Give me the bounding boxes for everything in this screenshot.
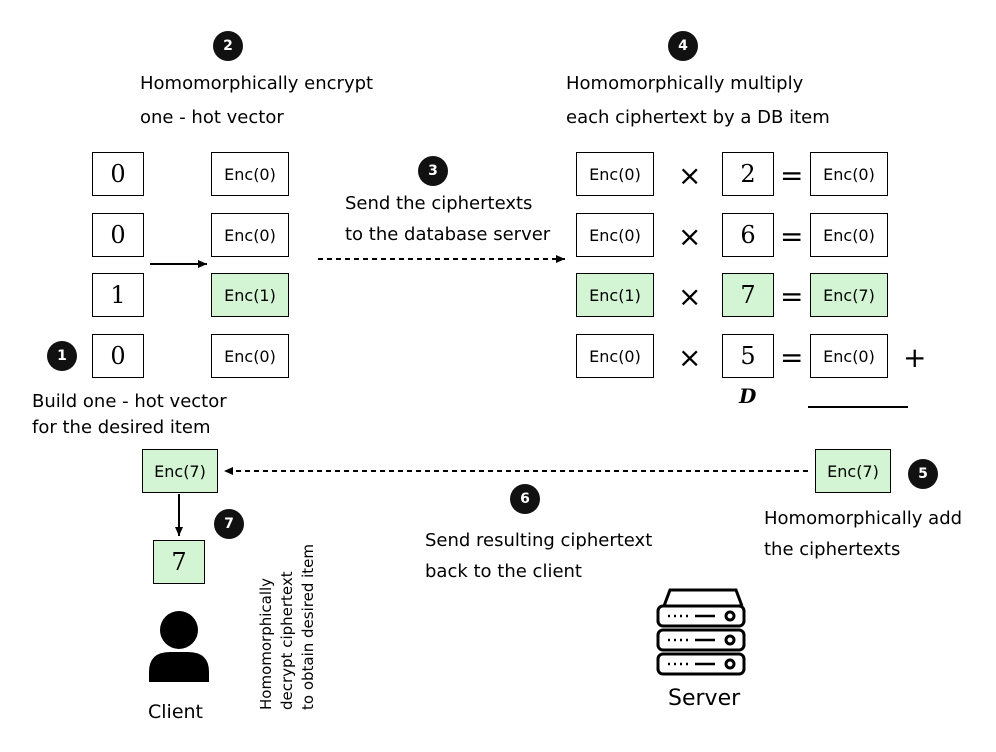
times-sign: × xyxy=(678,341,702,374)
equals-sign: = xyxy=(780,220,804,253)
server-ciphertext-cell: Enc(0) xyxy=(576,213,654,257)
step-7-badge: 7 xyxy=(214,509,244,539)
step-4-caption-line2: each ciphertext by a DB item xyxy=(566,107,830,128)
server-label: Server xyxy=(668,686,741,711)
db-label: D xyxy=(739,384,757,408)
encrypted-cell: Enc(0) xyxy=(211,213,289,257)
step-2-caption-line2: one - hot vector xyxy=(140,107,284,128)
db-item-cell-highlighted: 7 xyxy=(722,273,774,317)
server-ciphertext-cell: Enc(0) xyxy=(576,152,654,196)
product-cell-highlighted: Enc(7) xyxy=(810,273,888,317)
server-rack-icon xyxy=(656,588,746,676)
decrypted-item-cell: 7 xyxy=(153,540,205,584)
step-1-caption-line1: Build one - hot vector xyxy=(32,391,227,412)
client-ciphertext-cell: Enc(7) xyxy=(142,449,218,493)
step-2-caption-line1: Homomorphically encrypt xyxy=(140,73,374,94)
product-cell: Enc(0) xyxy=(810,213,888,257)
encrypted-cell: Enc(0) xyxy=(211,334,289,378)
equals-sign: = xyxy=(780,159,804,192)
client-person-icon xyxy=(149,611,209,682)
step-6-caption-line2: back to the client xyxy=(425,561,582,582)
client-label: Client xyxy=(148,701,204,723)
step-6-badge: 6 xyxy=(510,484,540,514)
product-cell: Enc(0) xyxy=(810,152,888,196)
product-cell: Enc(0) xyxy=(810,334,888,378)
sum-result-cell: Enc(7) xyxy=(815,449,891,493)
db-item-cell: 2 xyxy=(722,152,774,196)
db-item-cell: 6 xyxy=(722,213,774,257)
step-5-badge: 5 xyxy=(908,459,938,489)
step-3-caption-line2: to the database server xyxy=(345,224,551,245)
plus-sign: + xyxy=(903,341,927,374)
step-4-badge: 4 xyxy=(668,31,698,61)
step-3-badge: 3 xyxy=(418,156,448,186)
step-5-caption-line1: Homomorphically add xyxy=(764,508,963,529)
step-5-caption-line2: the ciphertexts xyxy=(764,539,901,560)
vector-cell: 0 xyxy=(92,152,144,196)
encrypted-cell-highlighted: Enc(1) xyxy=(211,273,289,317)
times-sign: × xyxy=(678,159,702,192)
step-2-badge: 2 xyxy=(213,31,243,61)
step-6-caption-line1: Send resulting ciphertext xyxy=(425,530,653,551)
equals-sign: = xyxy=(780,280,804,313)
step-1-badge: 1 xyxy=(47,341,77,371)
db-item-cell: 5 xyxy=(722,334,774,378)
step-4-caption-line1: Homomorphically multiply xyxy=(566,73,804,94)
step-1-caption-line2: for the desired item xyxy=(32,417,211,438)
vector-cell: 1 xyxy=(92,273,144,317)
vector-cell: 0 xyxy=(92,213,144,257)
times-sign: × xyxy=(678,220,702,253)
server-ciphertext-cell-highlighted: Enc(1) xyxy=(576,273,654,317)
encrypted-cell: Enc(0) xyxy=(211,152,289,196)
equals-sign: = xyxy=(780,341,804,374)
times-sign: × xyxy=(678,280,702,313)
vector-cell: 0 xyxy=(92,334,144,378)
step-3-caption-line1: Send the ciphertexts xyxy=(345,193,533,214)
server-ciphertext-cell: Enc(0) xyxy=(576,334,654,378)
